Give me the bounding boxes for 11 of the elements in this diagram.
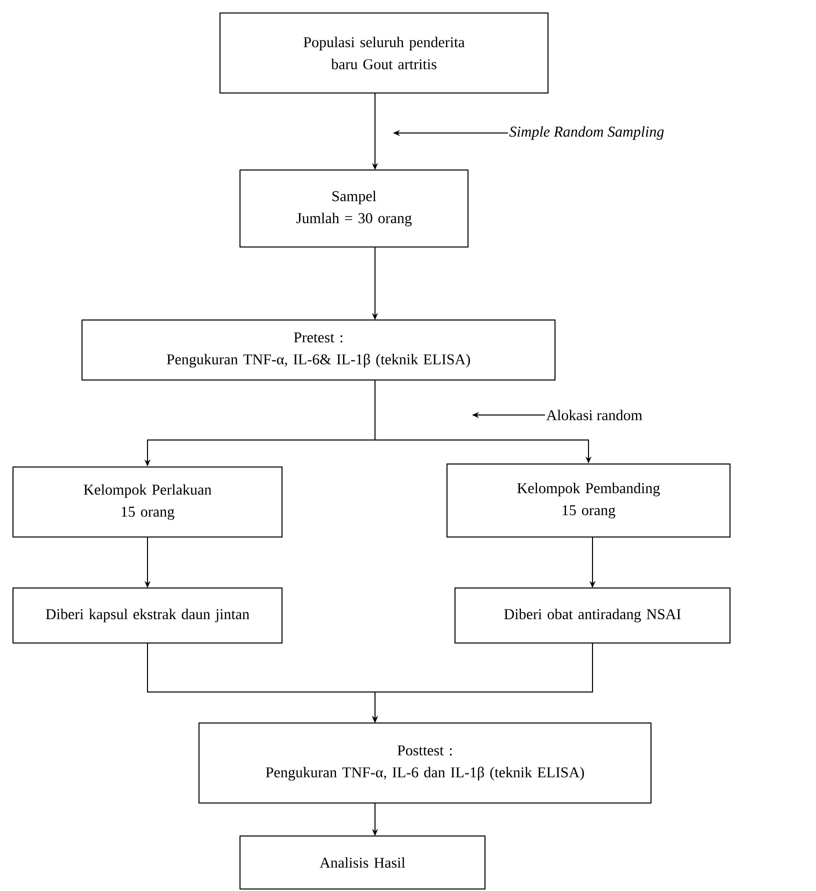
process-box: Diberi obat antiradang NSAI — [454, 588, 730, 644]
annotation-text: Simple Random Sampling — [509, 126, 664, 140]
process-box: Kelompok Perlakuan 15 orang — [12, 466, 282, 538]
process-box: Pretest : Pengukuran TNF-α, IL-6& IL-1β (teknik ELISA) — [82, 320, 556, 380]
annotation-text: Alokasi random — [546, 410, 642, 420]
process-box: Posttest : Pengukuran TNF-α, IL-6 dan IL-1β (teknik ELISA) — [198, 722, 652, 804]
process-box: Kelompok Pembanding 15 orang — [446, 464, 730, 538]
process-box: Populasi seluruh penderita baru Gout artritis — [220, 12, 548, 94]
process-box: Diberi kapsul ekstrak daun jintan — [12, 588, 282, 644]
process-box: Sampel Jumlah = 30 orang — [240, 170, 468, 248]
process-box: Analisis Hasil — [240, 836, 486, 890]
